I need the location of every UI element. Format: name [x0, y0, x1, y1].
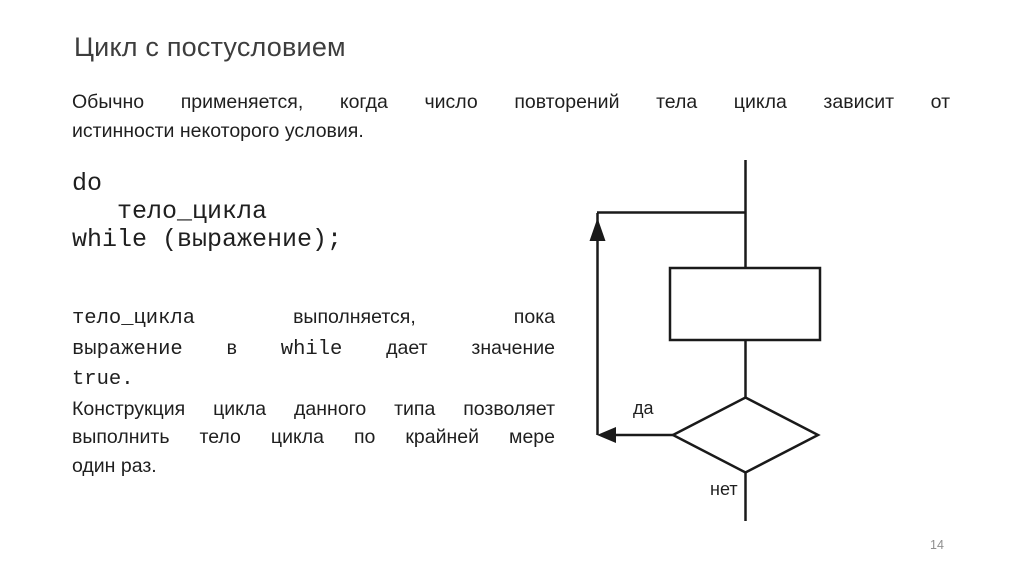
- code-line-while: while (выражение);: [72, 225, 343, 254]
- page-number: 14: [930, 538, 944, 552]
- intro-paragraph: Обычно применяется, когда число повторен…: [72, 91, 950, 142]
- code-block: do тело_цикла while (выражение);: [72, 170, 342, 254]
- loop-body-box: [668, 266, 822, 342]
- slide-title: Цикл с постусловием: [74, 32, 346, 62]
- arrowhead-left-icon: [597, 427, 616, 443]
- code-line-do: do: [72, 169, 103, 198]
- yes-branch-label: да: [633, 398, 654, 418]
- code-line-body: тело_цикла: [72, 197, 268, 226]
- arrowhead-up-icon: [589, 218, 606, 241]
- condition-diamond: [670, 396, 821, 474]
- no-branch-label: нет: [710, 479, 738, 499]
